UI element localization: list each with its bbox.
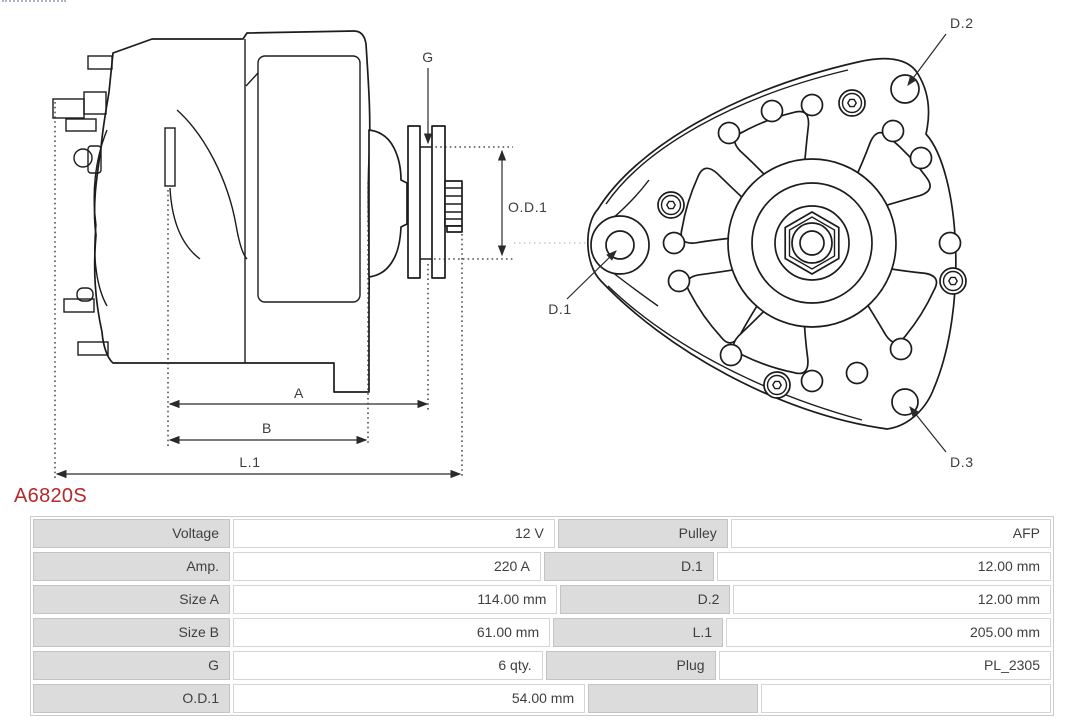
table-row: Voltage 12 V Pulley AFP [33, 519, 1052, 548]
dim-label-od1: O.D.1 [508, 199, 548, 215]
hole-d1 [605, 230, 635, 260]
table-row: Size A 114.00 mm D.2 12.00 mm [33, 585, 1051, 614]
dim-label-l1: L.1 [239, 454, 260, 470]
spec-label: G [33, 651, 230, 680]
technical-drawing: G O.D.1 A B L.1 [52, 15, 973, 479]
spec-label: D.1 [543, 552, 714, 581]
dim-label-a: A [294, 385, 304, 401]
spec-label: Voltage [33, 519, 230, 548]
top-left-dotted-artifact [2, 0, 66, 2]
spec-value: PL_2305 [718, 651, 1052, 680]
front-view-labels: D.2 D.1 D.3 [548, 15, 973, 470]
hole-d2 [890, 74, 920, 104]
hole-d3 [891, 388, 919, 416]
spec-label: L.1 [553, 618, 724, 647]
threaded-studs [52, 55, 113, 356]
pulley-front [727, 158, 897, 328]
spec-value: 220 A [233, 552, 541, 581]
spec-value: AFP [730, 519, 1052, 548]
table-row: G 6 qty. Plug PL_2305 [33, 651, 1052, 680]
side-view-drawing [52, 30, 463, 393]
dim-label-g: G [422, 49, 434, 65]
spec-value: 205.00 mm [726, 618, 1052, 647]
front-view-drawing [587, 57, 967, 430]
spec-value: 6 qty. [233, 651, 543, 680]
part-number: A6820S [14, 485, 87, 507]
spec-label [588, 684, 759, 713]
spec-table: Voltage 12 V Pulley AFP Amp. 220 A D.1 1… [30, 516, 1054, 716]
table-row: Size B 61.00 mm L.1 205.00 mm [33, 618, 1052, 647]
spec-label: Plug [545, 651, 716, 680]
spec-value [761, 684, 1051, 713]
dim-label-d3: D.3 [950, 454, 974, 470]
spec-value: 12.00 mm [733, 585, 1051, 614]
spec-value: 54.00 mm [233, 684, 586, 713]
spec-value: 114.00 mm [233, 585, 558, 614]
dim-label-d2: D.2 [950, 15, 974, 31]
vent-holes [662, 93, 962, 393]
spec-label: D.2 [560, 585, 731, 614]
dim-label-b: B [262, 420, 272, 436]
spec-label: Amp. [33, 552, 230, 581]
spec-label: Pulley [557, 519, 728, 548]
spec-label: O.D.1 [33, 684, 230, 713]
spec-value: 61.00 mm [233, 618, 551, 647]
spec-value: 12 V [233, 519, 555, 548]
dim-label-d1: D.1 [548, 301, 572, 317]
table-row: Amp. 220 A D.1 12.00 mm [33, 552, 1052, 581]
spec-label: Size B [33, 618, 230, 647]
spec-label: Size A [33, 585, 230, 614]
side-view-dimensions: G O.D.1 A B L.1 [54, 49, 548, 479]
spec-value: 12.00 mm [716, 552, 1052, 581]
table-row: O.D.1 54.00 mm [33, 684, 1051, 713]
